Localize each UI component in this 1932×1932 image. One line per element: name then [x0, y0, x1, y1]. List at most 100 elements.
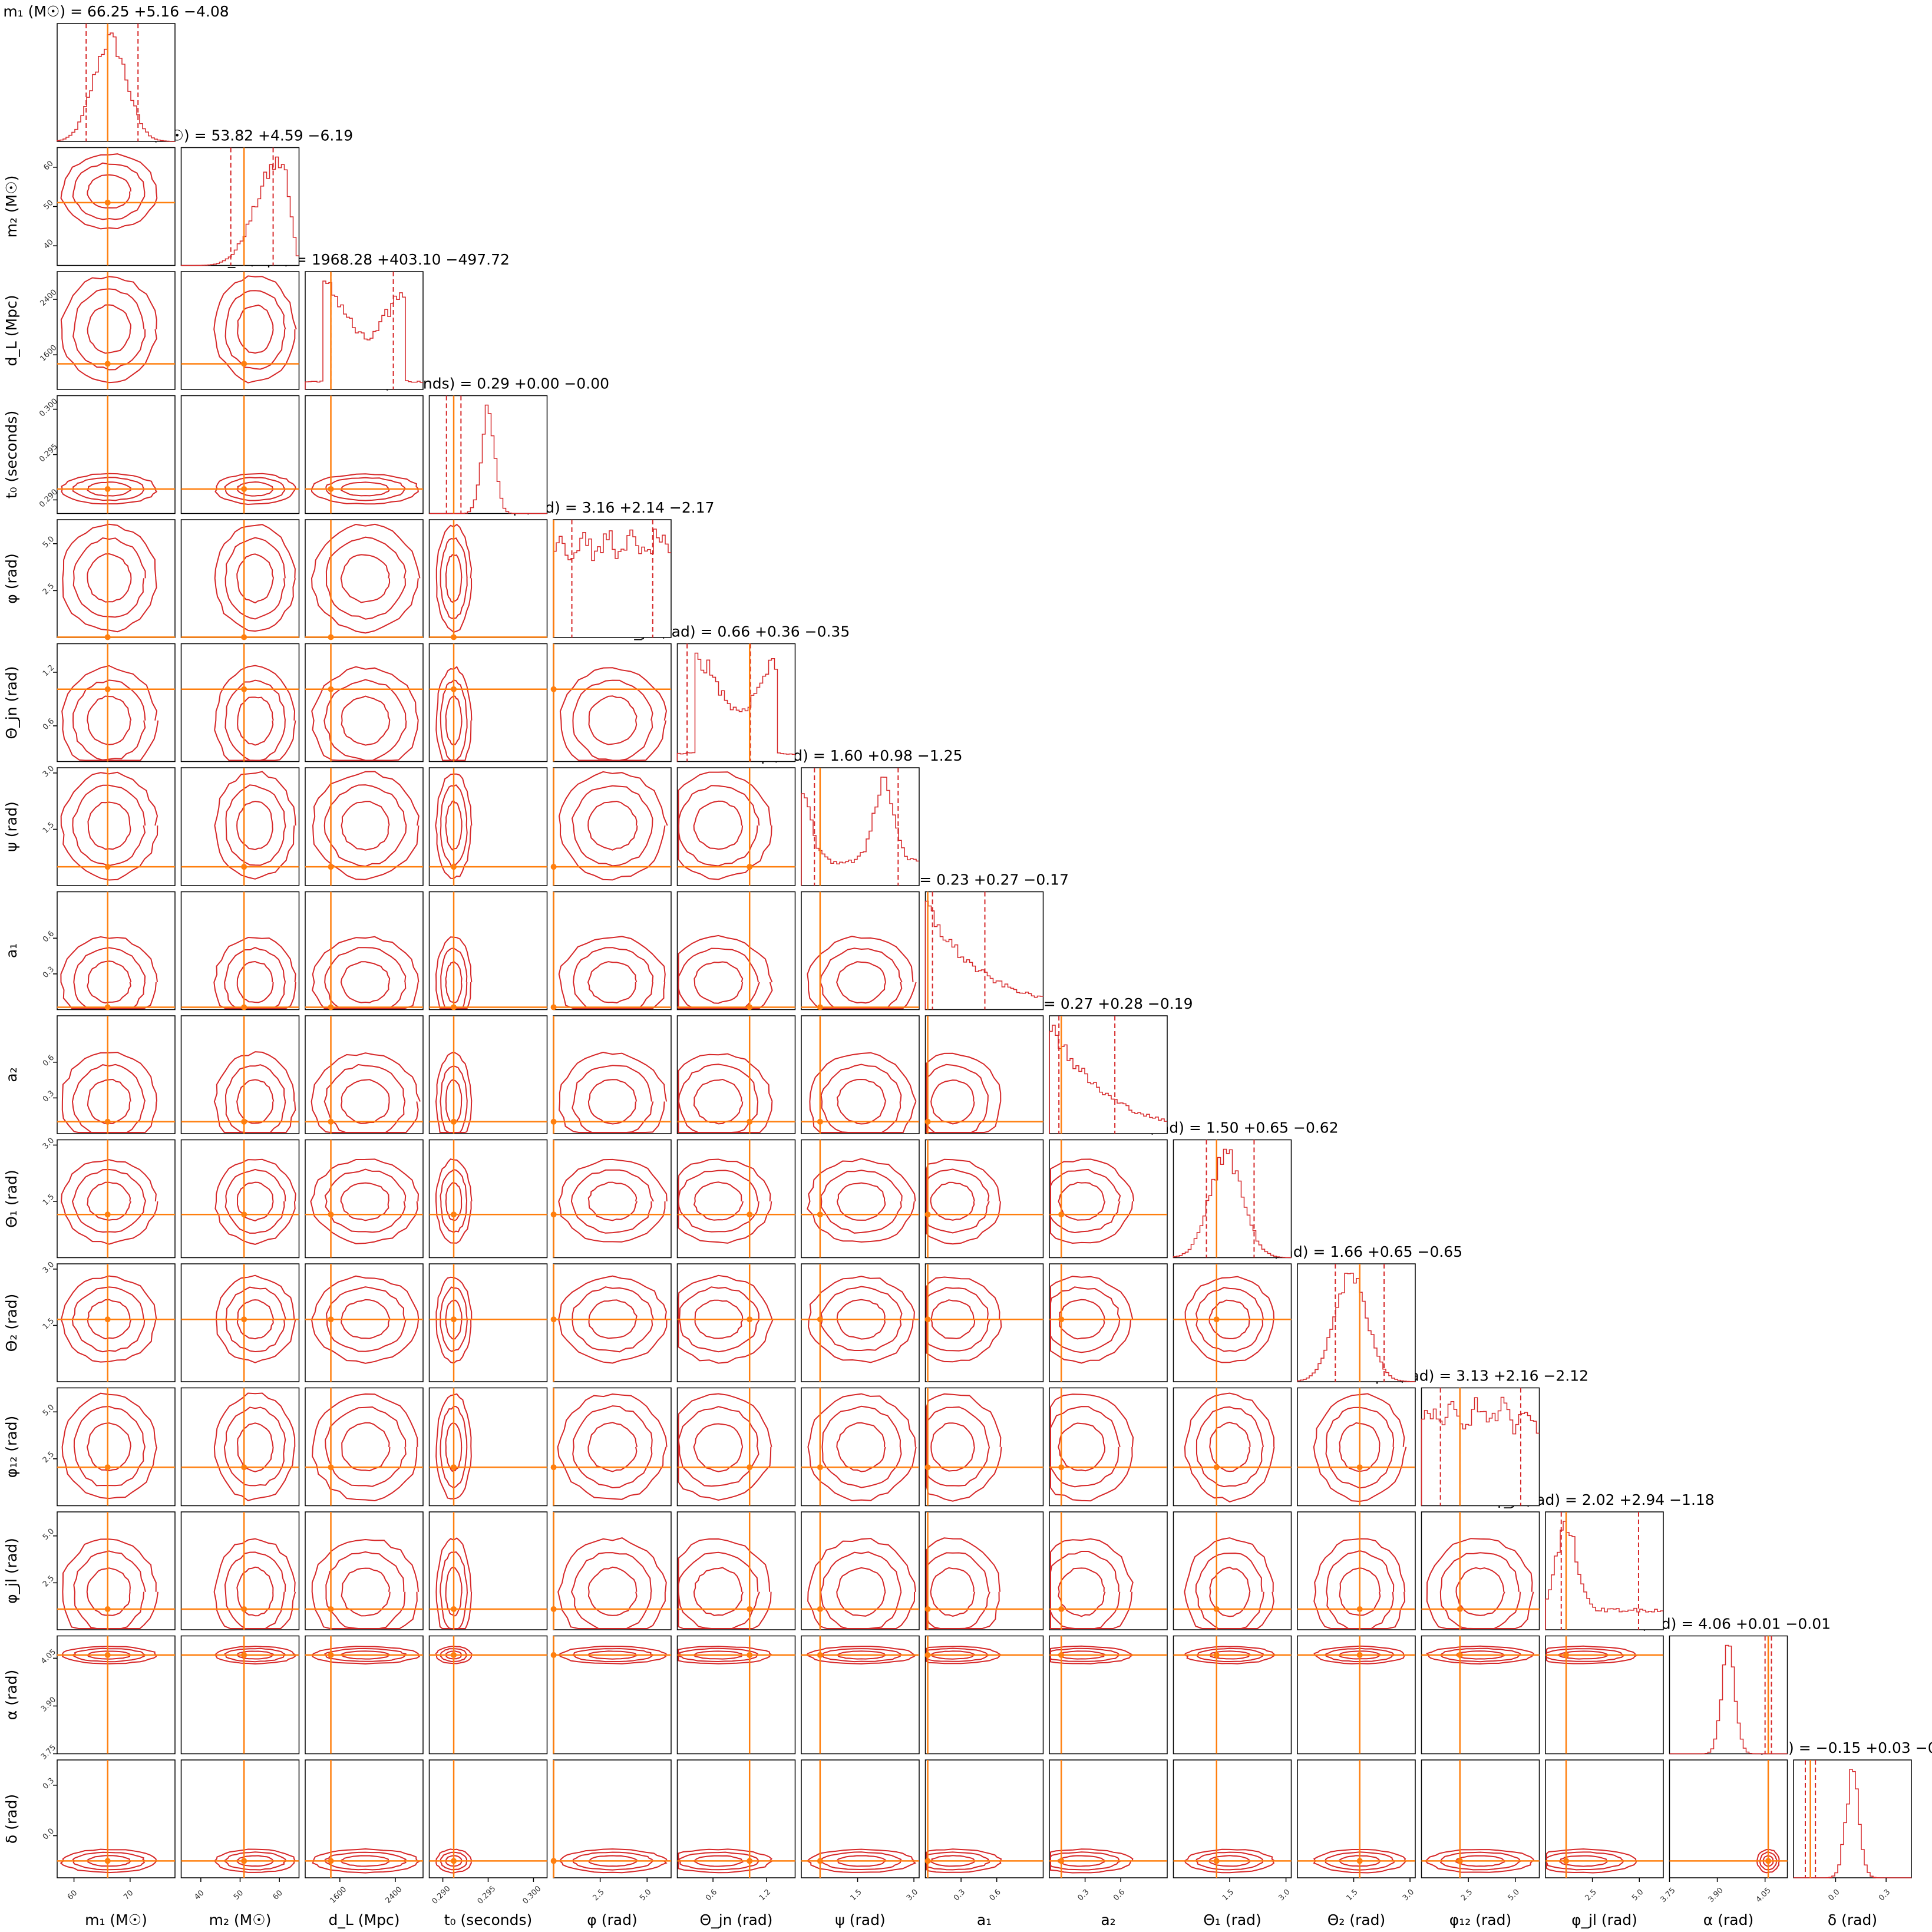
contour-panel-7-5: [676, 891, 796, 1010]
y-tick-label: 2.5: [41, 1574, 56, 1588]
y-tick-label: 4.05: [39, 1647, 58, 1666]
truth-point: [747, 1606, 753, 1612]
contour-1: [224, 1551, 286, 1629]
contour-panel-14-11: [1421, 1759, 1540, 1878]
contour-2: [445, 695, 463, 746]
contour-1: [821, 1405, 902, 1488]
x-axis-label-2: d_L (Mpc): [329, 1911, 400, 1928]
truth-point: [747, 1858, 753, 1864]
contour-panel-8-7: [924, 1015, 1044, 1134]
panel-frame: [1545, 1759, 1664, 1878]
panel-frame: [57, 1759, 176, 1878]
truth-point: [241, 1858, 247, 1864]
x-axis-label-10: Θ₂ (rad): [1327, 1911, 1386, 1928]
panel-frame: [428, 1015, 548, 1134]
y-tick-label: 5.0: [41, 535, 56, 550]
contour-0: [1184, 1537, 1274, 1629]
contour-0: [435, 666, 473, 761]
contour-0: [312, 936, 420, 1009]
x-axis-label-12: φ_jl (rad): [1571, 1911, 1637, 1928]
contour-0: [678, 1393, 772, 1501]
contour-panel-14-6: [801, 1759, 920, 1878]
contour-1: [224, 947, 286, 1009]
contour-1: [678, 1064, 759, 1133]
contour-panel-10-1: [180, 1263, 300, 1382]
contour-2: [445, 554, 463, 603]
truth-point: [104, 686, 111, 692]
contour-2: [930, 1181, 975, 1221]
truth-point: [104, 1652, 111, 1658]
contour-panel-11-10: [1297, 1387, 1416, 1507]
truth-point: [451, 1118, 457, 1125]
truth-point: [104, 864, 111, 870]
contour-panel-10-9: [1173, 1263, 1292, 1382]
truth-point: [747, 1118, 753, 1125]
contour-0: [1426, 1538, 1534, 1629]
contour-panel-14-9: [1173, 1759, 1292, 1878]
contour-0: [61, 1052, 158, 1133]
contour-panel-10-3: [428, 1263, 548, 1382]
contour-panel-4-2: [305, 519, 424, 640]
panel-frame: [676, 1015, 796, 1134]
contour-panel-13-4: [550, 1635, 672, 1755]
contour-panel-9-7: [924, 1139, 1044, 1259]
contour-2: [236, 1079, 275, 1124]
contour-panel-12-4: [550, 1511, 672, 1630]
contour-0: [60, 936, 158, 1009]
hist-panel-0: [57, 23, 176, 142]
contour-0: [214, 771, 296, 880]
contour-panel-10-8: [1049, 1263, 1168, 1382]
panel-frame: [428, 1139, 548, 1259]
contour-panel-8-4: [550, 1015, 672, 1134]
contour-panel-10-5: [676, 1263, 796, 1382]
panel-frame: [1793, 1759, 1912, 1878]
contour-1: [224, 290, 286, 370]
contour-2: [87, 304, 131, 354]
truth-point: [1213, 1316, 1220, 1323]
contour-panel-11-1: [180, 1387, 300, 1507]
y-axis-label-8: a₂: [3, 1067, 20, 1082]
truth-point: [328, 1316, 334, 1323]
contour-panel-2-0: [57, 271, 176, 390]
truth-point: [1563, 1858, 1570, 1864]
contour-panel-1-0: [57, 147, 176, 266]
x-axis-label-3: t₀ (seconds): [444, 1911, 532, 1928]
panel-frame: [180, 1635, 300, 1755]
contour-2: [693, 1181, 744, 1221]
contour-panel-10-2: [305, 1263, 424, 1382]
contour-panel-2-1: [180, 271, 300, 390]
contour-2: [236, 1181, 274, 1221]
y-tick-label: 5.0: [41, 1403, 56, 1418]
panel-frame: [1297, 1511, 1416, 1630]
contour-panel-14-13: [1669, 1759, 1788, 1878]
contour-1: [678, 1406, 759, 1487]
panel-frame: [57, 1139, 176, 1259]
contour-2: [87, 801, 131, 850]
contour-1: [678, 947, 760, 1009]
contour-0: [558, 1158, 668, 1243]
contour-2: [87, 960, 132, 1004]
panel-frame: [305, 1015, 424, 1134]
contour-0: [1313, 1393, 1407, 1502]
contour-panel-14-4: [550, 1759, 672, 1878]
panel-frame: [1297, 1759, 1416, 1878]
y-axis-label-14: δ (rad): [3, 1794, 20, 1844]
panel-frame: [180, 519, 300, 638]
histogram-7: [924, 900, 1043, 1010]
y-tick-label: 3.0: [41, 764, 56, 779]
hist-panel-6: [801, 767, 920, 886]
y-tick-label: 0.3: [41, 965, 56, 980]
truth-point: [104, 1316, 111, 1323]
y-tick-label: 1.5: [41, 820, 56, 835]
contour-2: [693, 800, 744, 850]
x-tick-label: 2.5: [592, 1888, 606, 1903]
contour-0: [311, 1538, 420, 1629]
contour-2: [930, 1079, 975, 1125]
contour-panel-9-6: [801, 1139, 920, 1259]
contour-1: [72, 537, 146, 618]
truth-point: [1213, 1606, 1220, 1612]
truth-point: [241, 1004, 247, 1010]
truth-point: [451, 1858, 457, 1864]
x-tick-label: 4.05: [1755, 1886, 1773, 1904]
contour-panel-4-3: [428, 519, 548, 640]
